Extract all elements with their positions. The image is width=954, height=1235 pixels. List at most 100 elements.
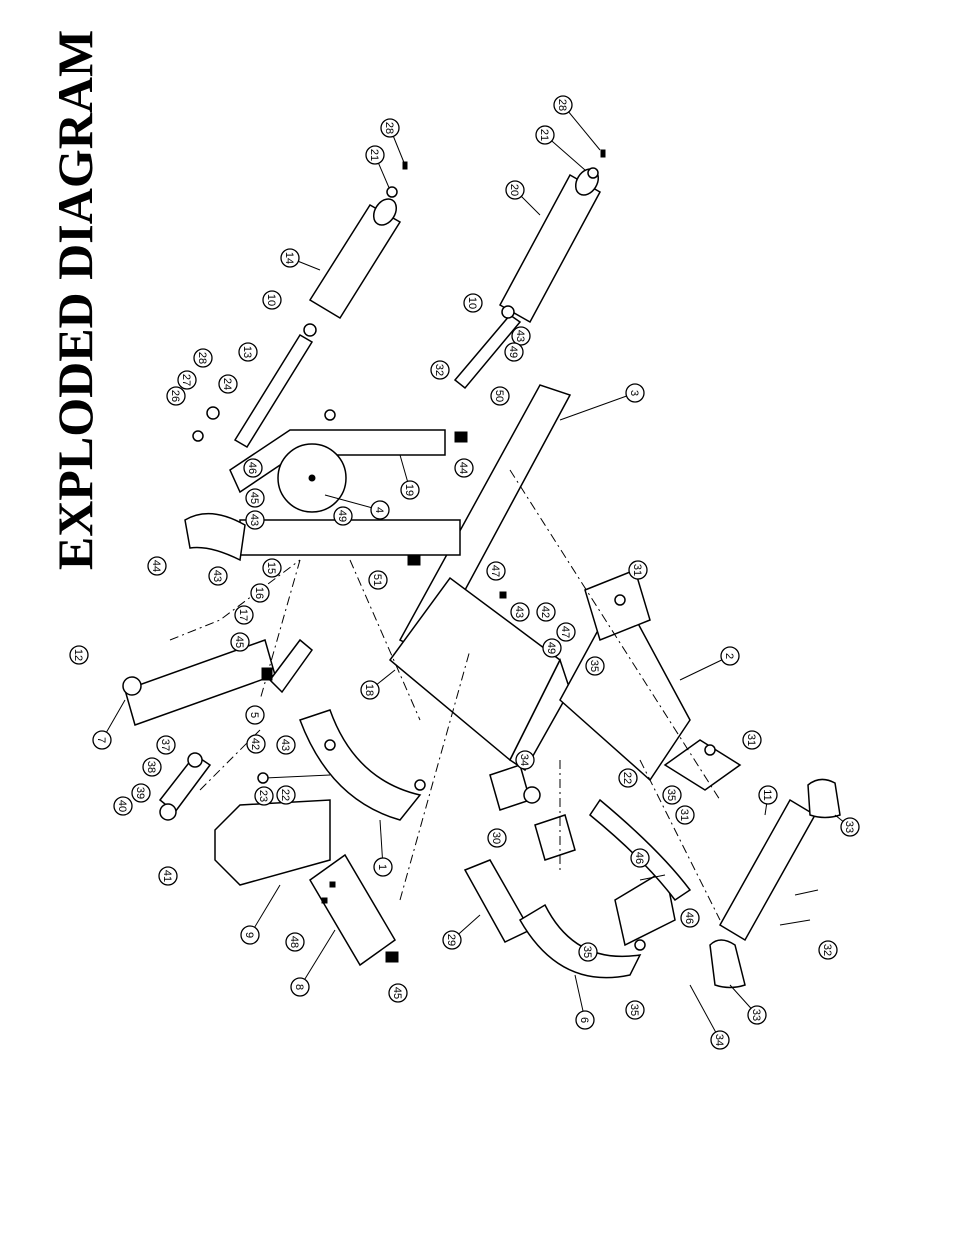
svg-text:17: 17 bbox=[237, 609, 249, 621]
svg-text:6: 6 bbox=[578, 1017, 590, 1023]
svg-text:49: 49 bbox=[545, 642, 557, 654]
svg-text:28: 28 bbox=[383, 122, 395, 134]
svg-text:24: 24 bbox=[221, 378, 233, 390]
frame-parts bbox=[122, 168, 841, 989]
callout-42: 42 bbox=[246, 734, 266, 754]
callout-26: 26 bbox=[166, 386, 186, 406]
svg-text:1: 1 bbox=[376, 864, 388, 870]
callout-23: 23 bbox=[254, 786, 274, 806]
svg-text:11: 11 bbox=[761, 789, 773, 800]
callout-47: 47 bbox=[486, 561, 506, 581]
svg-text:46: 46 bbox=[683, 912, 695, 924]
callout-34: 34 bbox=[710, 1030, 730, 1050]
svg-text:20: 20 bbox=[508, 184, 520, 196]
svg-text:47: 47 bbox=[559, 626, 571, 638]
svg-text:46: 46 bbox=[633, 852, 645, 864]
svg-text:21: 21 bbox=[368, 149, 380, 161]
callout-5: 5 bbox=[245, 705, 265, 725]
callout-50: 50 bbox=[490, 386, 510, 406]
callout-15: 15 bbox=[262, 558, 282, 578]
svg-text:49: 49 bbox=[336, 510, 348, 522]
svg-text:40: 40 bbox=[116, 800, 128, 812]
svg-text:8: 8 bbox=[293, 984, 305, 990]
svg-text:30: 30 bbox=[490, 832, 502, 844]
callout-28: 28 bbox=[193, 348, 213, 368]
callout-29: 29 bbox=[442, 930, 462, 950]
svg-text:44: 44 bbox=[457, 462, 469, 474]
callout-32: 32 bbox=[818, 940, 838, 960]
svg-text:35: 35 bbox=[665, 789, 677, 801]
callout-48: 48 bbox=[285, 932, 305, 952]
svg-text:35: 35 bbox=[588, 660, 600, 672]
callout-16: 16 bbox=[250, 583, 270, 603]
callout-37: 37 bbox=[156, 735, 176, 755]
callout-14: 14 bbox=[280, 248, 300, 268]
svg-text:37: 37 bbox=[159, 739, 171, 751]
callout-43: 43 bbox=[510, 602, 530, 622]
callout-38: 38 bbox=[142, 757, 162, 777]
callout-35: 35 bbox=[585, 656, 605, 676]
svg-text:29: 29 bbox=[445, 934, 457, 946]
callout-28: 28 bbox=[553, 95, 573, 115]
callout-34: 34 bbox=[515, 750, 535, 770]
svg-text:43: 43 bbox=[279, 739, 291, 751]
callout-46: 46 bbox=[630, 848, 650, 868]
callout-43: 43 bbox=[511, 326, 531, 346]
callout-4: 4 bbox=[370, 500, 390, 520]
svg-text:41: 41 bbox=[161, 870, 173, 882]
callout-21: 21 bbox=[535, 125, 555, 145]
svg-text:43: 43 bbox=[514, 330, 526, 342]
svg-text:43: 43 bbox=[513, 606, 525, 618]
svg-text:49: 49 bbox=[507, 346, 519, 358]
svg-text:43: 43 bbox=[248, 514, 260, 526]
svg-text:35: 35 bbox=[628, 1004, 640, 1016]
svg-text:45: 45 bbox=[248, 492, 260, 504]
svg-text:4: 4 bbox=[373, 507, 385, 513]
callout-21: 21 bbox=[365, 145, 385, 165]
callout-51: 51 bbox=[368, 570, 388, 590]
hardware bbox=[159, 149, 819, 963]
svg-text:23: 23 bbox=[257, 790, 269, 802]
svg-text:3: 3 bbox=[628, 390, 640, 396]
svg-text:28: 28 bbox=[556, 99, 568, 111]
svg-text:10: 10 bbox=[265, 294, 277, 306]
callout-49: 49 bbox=[504, 342, 524, 362]
svg-text:32: 32 bbox=[821, 944, 833, 956]
callout-22: 22 bbox=[276, 785, 296, 805]
svg-text:15: 15 bbox=[265, 562, 277, 574]
svg-text:26: 26 bbox=[169, 390, 181, 402]
svg-text:42: 42 bbox=[539, 606, 551, 618]
callout-32: 32 bbox=[430, 360, 450, 380]
svg-text:46: 46 bbox=[246, 462, 258, 474]
callout-30: 30 bbox=[487, 828, 507, 848]
svg-text:33: 33 bbox=[750, 1009, 762, 1021]
part-callouts: 28 21 14 10 13 27 28 24 26 44 46 45 43 4… bbox=[69, 95, 860, 1050]
svg-text:21: 21 bbox=[538, 129, 550, 141]
callout-33: 33 bbox=[747, 1005, 767, 1025]
svg-text:48: 48 bbox=[288, 936, 300, 948]
callout-44: 44 bbox=[454, 458, 474, 478]
callout-45: 45 bbox=[230, 632, 250, 652]
svg-text:14: 14 bbox=[283, 252, 295, 264]
callout-49: 49 bbox=[542, 638, 562, 658]
callout-46: 46 bbox=[243, 458, 263, 478]
callout-12: 12 bbox=[69, 645, 89, 665]
callout-13: 13 bbox=[238, 342, 258, 362]
svg-text:43: 43 bbox=[211, 570, 223, 582]
svg-text:7: 7 bbox=[95, 737, 107, 743]
callout-49: 49 bbox=[333, 506, 353, 526]
svg-text:31: 31 bbox=[631, 564, 643, 576]
svg-text:27: 27 bbox=[180, 374, 192, 386]
svg-text:9: 9 bbox=[243, 932, 255, 938]
callout-22: 22 bbox=[618, 768, 638, 788]
callout-40: 40 bbox=[113, 796, 133, 816]
callout-17: 17 bbox=[234, 605, 254, 625]
callout-10: 10 bbox=[463, 293, 483, 313]
svg-text:13: 13 bbox=[241, 346, 253, 358]
callout-2: 2 bbox=[720, 646, 740, 666]
svg-text:28: 28 bbox=[196, 352, 208, 364]
callout-43: 43 bbox=[245, 510, 265, 530]
callout-24: 24 bbox=[218, 374, 238, 394]
svg-text:45: 45 bbox=[391, 987, 403, 999]
